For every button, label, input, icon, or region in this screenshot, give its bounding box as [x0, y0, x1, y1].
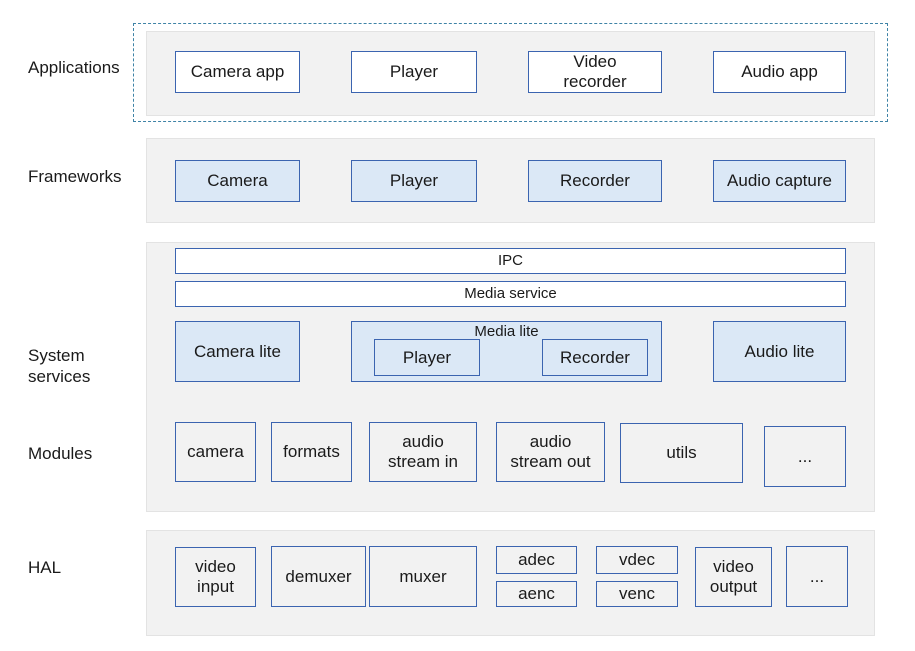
player-app-box: Player [351, 51, 477, 93]
audio-capture-framework-box: Audio capture [713, 160, 846, 202]
layer-label-applications: Applications [28, 58, 120, 77]
module-audio-stream-out-box: audio stream out [496, 422, 605, 482]
layer-label-hal: HAL [28, 558, 62, 577]
audio-app-box: Audio app [713, 51, 846, 93]
layer-label-frameworks: Frameworks [28, 167, 122, 186]
ipc-box: IPC [175, 248, 846, 274]
hal-venc-box: venc [596, 581, 678, 607]
layer-label-system-services: System services [28, 346, 91, 386]
player-framework-box: Player [351, 160, 477, 202]
hal-demuxer-box: demuxer [271, 546, 366, 607]
module-utils-box: utils [620, 423, 743, 483]
media-lite-recorder-box: Recorder [542, 339, 648, 376]
recorder-framework-box: Recorder [528, 160, 662, 202]
layer-label-modules: Modules [28, 444, 93, 463]
audio-lite-box: Audio lite [713, 321, 846, 382]
camera-lite-box: Camera lite [175, 321, 300, 382]
module-more-box: ... [764, 426, 846, 487]
camera-app-box: Camera app [175, 51, 300, 93]
video-recorder-app-box: Video recorder [528, 51, 662, 93]
hal-video-input-box: video input [175, 547, 256, 607]
module-audio-stream-in-box: audio stream in [369, 422, 477, 482]
hal-more-box: ... [786, 546, 848, 607]
hal-video-output-box: video output [695, 547, 772, 607]
media-lite-player-box: Player [374, 339, 480, 376]
applications-dashed-frame [133, 23, 888, 122]
hal-adec-box: adec [496, 546, 577, 574]
hal-aenc-box: aenc [496, 581, 577, 607]
hal-muxer-box: muxer [369, 546, 477, 607]
media-lite-label: Media lite [474, 323, 539, 340]
hal-vdec-box: vdec [596, 546, 678, 574]
module-formats-box: formats [271, 422, 352, 482]
module-camera-box: camera [175, 422, 256, 482]
camera-framework-box: Camera [175, 160, 300, 202]
media-service-box: Media service [175, 281, 846, 307]
